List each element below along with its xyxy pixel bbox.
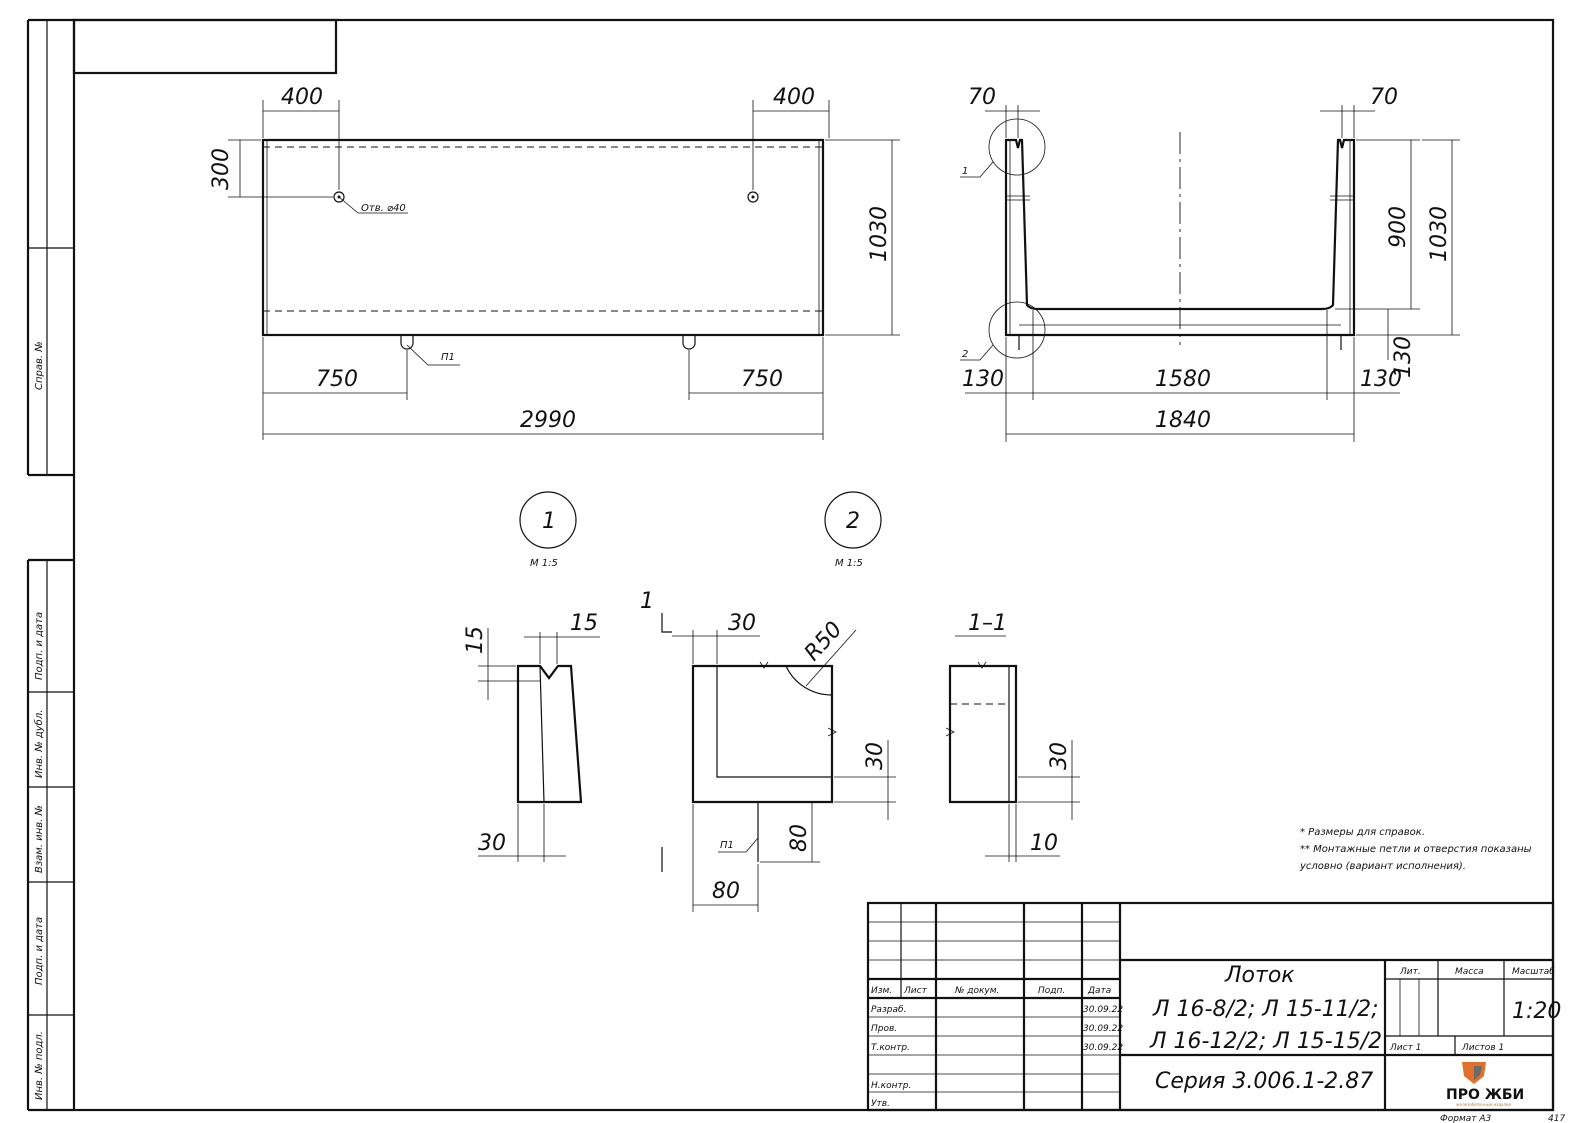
tb-marks2: Л 16-12/2; Л 15-15/2 (1149, 1029, 1382, 1054)
dim-300: 300 (209, 148, 234, 190)
node-2-detail: 1 30 R50 30 П1 80 80 (640, 589, 896, 912)
title-block: Изм. Лист № докум. Подп. Дата Разраб. Пр… (866, 901, 1561, 1112)
loop-right (682, 335, 696, 350)
tb-list: Лист (903, 986, 928, 996)
side-stamp-inv-podl: Инв. № подл. (34, 1031, 45, 1100)
section-title: 1–1 (968, 611, 1007, 636)
dim-30-node2-top: 30 (728, 611, 756, 636)
dim-70-right: 70 (1370, 85, 1398, 110)
tb-series: Серия 3.006.1-2.87 (1155, 1069, 1373, 1094)
hole-left (333, 191, 345, 203)
dim-70-left: 70 (968, 85, 996, 110)
tb-date3: 30.09.22 (1083, 1043, 1123, 1053)
notes: * Размеры для справок. ** Монтажные петл… (1299, 827, 1532, 872)
tb-doc: № докум. (954, 986, 999, 996)
callout-1: 1 (962, 166, 968, 177)
dim-30-section: 30 (1047, 742, 1072, 770)
tb-podp: Подп. (1038, 986, 1065, 996)
node-1-circle (519, 491, 577, 549)
dim-15-vertical: 15 (463, 626, 488, 654)
dim-400-right: 400 (773, 85, 815, 110)
p1-label-node: П1 (720, 840, 734, 851)
side-stamp-podp2: Подп. и дата (34, 917, 45, 985)
dim-80-horizontal: 80 (712, 879, 740, 904)
logo-text: ПРО ЖБИ (1446, 1087, 1524, 1103)
node-1-detail: 15 15 30 (463, 611, 600, 862)
dim-80-vertical: 80 (787, 824, 812, 852)
dim-15-horizontal: 15 (570, 611, 598, 636)
tb-name: Лоток (1224, 963, 1295, 988)
dim-30-node1: 30 (478, 831, 506, 856)
dim-10-section: 10 (1030, 831, 1058, 856)
side-stamp-inv-dubl: Инв. № дубл. (33, 710, 45, 778)
dim-750-left: 750 (316, 367, 358, 392)
dim-130-left: 130 (962, 367, 1004, 392)
side-stamp-sprav: Справ. № (34, 341, 45, 390)
note-2: ** Монтажные петли и отверстия показаны (1300, 844, 1532, 855)
side-view: 1 2 70 70 900 1030 130 130 1580 130 (960, 85, 1460, 442)
loop-left (400, 335, 414, 350)
side-stamp: Справ. № Подп. и дата Инв. № дубл. Взам.… (33, 341, 45, 1100)
tb-nkontr: Н.контр. (871, 1081, 911, 1091)
dim-900: 900 (1386, 206, 1411, 248)
callout-circle-2 (988, 301, 1046, 359)
page-code: 417 (1548, 1114, 1565, 1123)
callout-circle-1 (988, 118, 1046, 176)
tb-date2: 30.09.22 (1083, 1024, 1123, 1034)
tb-lit: Лит. (1399, 967, 1421, 977)
tb-date: Дата (1087, 986, 1111, 996)
hole-label: Отв. ⌀40 (361, 203, 406, 214)
side-stamp-vzam: Взам. инв. № (34, 805, 45, 873)
dim-1840: 1840 (1155, 408, 1211, 433)
side-stamp-podp1: Подп. и дата (34, 612, 45, 680)
node-2-scale: М 1:5 (835, 558, 863, 569)
dim-1030-side: 1030 (1427, 206, 1452, 262)
node-markers: 1 М 1:5 2 М 1:5 (519, 491, 882, 569)
dim-130-right: 130 (1360, 367, 1402, 392)
tb-tkontr: Т.контр. (871, 1043, 910, 1053)
node-1-number: 1 (542, 509, 556, 534)
dim-2990: 2990 (520, 408, 576, 433)
company-logo: ПРО ЖБИ железобетонные изделия (1446, 1062, 1524, 1107)
dim-r50: R50 (800, 617, 848, 666)
dim-1580: 1580 (1155, 367, 1211, 392)
tb-masshtab: Масштаб (1512, 967, 1555, 977)
tb-marks1: Л 16-8/2; Л 15-11/2; (1152, 997, 1379, 1022)
dim-130-vert: 130 (1391, 336, 1416, 378)
tb-utv: Утв. (871, 1099, 890, 1109)
dim-400-left: 400 (281, 85, 323, 110)
tb-date1: 30.09.22 (1083, 1005, 1123, 1015)
tb-scale: 1:20 (1512, 999, 1561, 1024)
p1-label-front: П1 (441, 352, 455, 363)
logo-subtext: железобетонные изделия (1456, 1102, 1512, 1107)
section-mark-1: 1 (640, 589, 654, 614)
dim-750-right: 750 (741, 367, 783, 392)
section-1-1: 1–1 30 10 (945, 611, 1080, 862)
format-label: Формат А3 (1440, 1114, 1492, 1123)
tb-izm: Изм. (871, 986, 892, 996)
tb-sheets: Листов 1 (1461, 1043, 1504, 1053)
tb-razrab: Разраб. (871, 1005, 906, 1015)
dim-1030-front: 1030 (867, 206, 892, 262)
note-1: * Размеры для справок. (1300, 827, 1425, 838)
note-3: условно (вариант исполнения). (1299, 861, 1466, 872)
node-2-circle (824, 491, 882, 549)
front-view: Отв. ⌀40 П1 400 400 300 1030 750 750 (209, 85, 900, 440)
callout-2: 2 (962, 349, 968, 360)
tb-massa: Масса (1455, 967, 1484, 977)
sheet-frame (26, 18, 1555, 1112)
node-1-scale: М 1:5 (530, 558, 558, 569)
tb-sheet: Лист 1 (1389, 1043, 1421, 1053)
dim-30-node2-right: 30 (863, 742, 888, 770)
node-2-number: 2 (846, 509, 860, 534)
tb-prov: Пров. (871, 1024, 897, 1034)
hole-right (747, 191, 759, 203)
